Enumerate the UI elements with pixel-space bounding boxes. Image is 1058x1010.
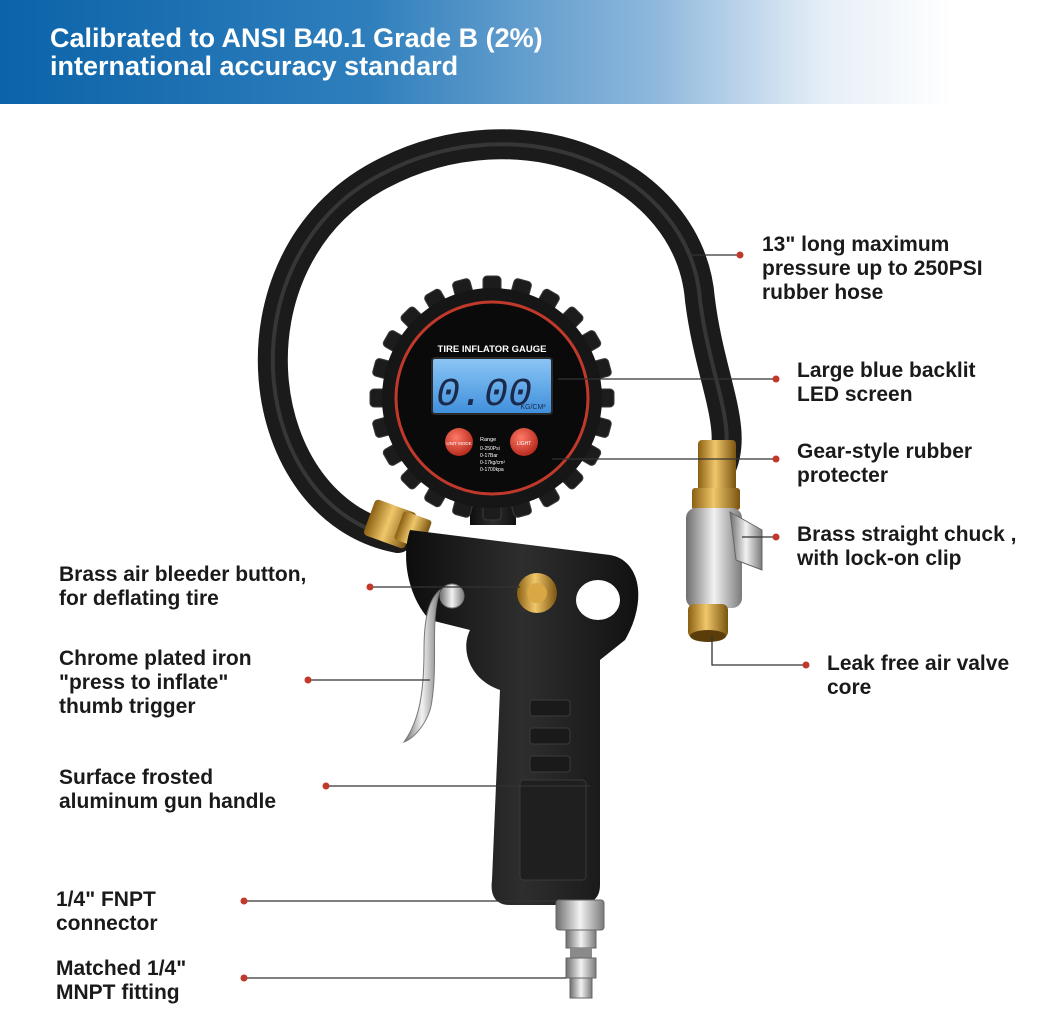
callout-chuck-line-1: Brass straight chuck ,: [797, 523, 1017, 546]
chrome-trigger: [402, 588, 442, 744]
callout-dots: [240, 251, 810, 982]
callout-fnpt-line-2: connector: [56, 912, 158, 935]
header-line-1: Calibrated to ANSI B40.1 Grade B (2%): [50, 23, 543, 53]
callout-valve: Leak free air valve core: [827, 652, 1009, 700]
range-line-2: 0-17Bar: [480, 453, 498, 459]
header-line-2: international accuracy standard: [50, 51, 459, 81]
callout-bleeder-line-2: for deflating tire: [59, 587, 219, 610]
callout-screen-line-2: LED screen: [797, 383, 913, 406]
gauge-title: TIRE INFLATOR GAUGE: [438, 344, 547, 355]
callout-handle: Surface frosted aluminum gun handle: [59, 766, 276, 814]
brass-bleeder-button: [517, 573, 557, 613]
callout-trigger: Chrome plated iron "press to inflate" th…: [59, 647, 252, 719]
header-banner: Calibrated to ANSI B40.1 Grade B (2%) in…: [0, 0, 1058, 104]
lcd-reading: 0.00: [436, 373, 532, 418]
mnpt-fitting: [565, 929, 597, 999]
light-label: LIGHT: [517, 441, 532, 447]
callout-valve-line-2: core: [827, 676, 872, 699]
callout-trigger-line-2: "press to inflate": [59, 671, 229, 694]
lcd-unit: KG/CM²: [520, 404, 546, 411]
valve-leader: [711, 636, 806, 666]
header-title: Calibrated to ANSI B40.1 Grade B (2%) in…: [50, 24, 543, 80]
callout-mnpt-line-1: Matched 1/4": [56, 957, 187, 980]
callout-screen: Large blue backlit LED screen: [797, 359, 976, 407]
callout-mnpt: Matched 1/4" MNPT fitting: [56, 957, 186, 1005]
fnpt-connector: [555, 899, 605, 931]
callout-hose-line-3: rubber hose: [762, 281, 884, 304]
range-line-4: 0-1700kpa: [480, 467, 504, 473]
callout-valve-line-1: Leak free air valve: [827, 652, 1010, 675]
callout-protector-line-2: protecter: [797, 464, 889, 487]
brass-straight-chuck: [686, 440, 763, 642]
callout-trigger-line-1: Chrome plated iron: [59, 647, 252, 670]
callout-hose: 13" long maximum pressure up to 250PSI r…: [762, 233, 983, 305]
callout-mnpt-line-2: MNPT fitting: [56, 981, 180, 1004]
callout-screen-line-1: Large blue backlit: [797, 359, 976, 382]
callout-fnpt-line-1: 1/4" FNPT: [56, 888, 156, 911]
callout-chuck: Brass straight chuck , with lock-on clip: [797, 523, 1016, 571]
callout-chuck-line-2: with lock-on clip: [797, 547, 962, 570]
lcd-screen: [431, 357, 553, 415]
range-line-3: 0-17kg/cm²: [480, 460, 505, 466]
callout-fnpt: 1/4" FNPT connector: [56, 888, 158, 936]
callout-bleeder: Brass air bleeder button, for deflating …: [59, 563, 306, 611]
callout-lines: [244, 254, 806, 979]
unit-mode-label: UNIT MODE: [446, 441, 471, 446]
callout-protector-line-1: Gear-style rubber: [797, 440, 973, 463]
callout-trigger-line-3: thumb trigger: [59, 695, 196, 718]
unit-mode-button: [445, 428, 473, 456]
range-line-1: 0-250Psi: [480, 446, 500, 452]
light-button: [510, 428, 538, 456]
callout-bleeder-line-1: Brass air bleeder button,: [59, 563, 307, 586]
callout-handle-line-1: Surface frosted: [59, 766, 214, 789]
callout-hose-line-1: 13" long maximum: [762, 233, 950, 256]
range-title: Range: [480, 437, 496, 443]
callout-handle-line-2: aluminum gun handle: [59, 790, 277, 813]
callout-protector: Gear-style rubber protecter: [797, 440, 972, 488]
callout-hose-line-2: pressure up to 250PSI: [762, 257, 983, 280]
